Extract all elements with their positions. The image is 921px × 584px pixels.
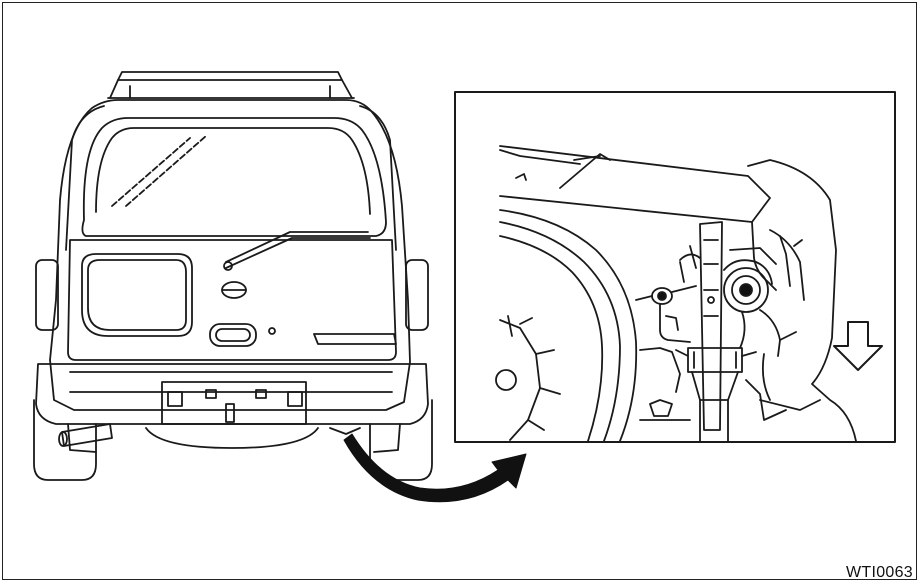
figure-code: WTI0063 xyxy=(845,564,913,581)
hinge-pillar xyxy=(699,221,723,431)
detail-inset xyxy=(454,91,896,443)
hinge-bracket xyxy=(687,347,743,373)
back-door-panel xyxy=(67,239,397,361)
emblem xyxy=(221,281,247,299)
vehicle-rear-view xyxy=(33,71,433,481)
license-plate-mount xyxy=(161,381,307,425)
door-handle xyxy=(209,323,257,347)
curved-arrow-icon xyxy=(343,433,527,503)
rear-wiper xyxy=(223,231,371,271)
quarter-panel xyxy=(747,159,857,441)
inset-frame xyxy=(454,91,896,443)
actuator-motor xyxy=(723,247,777,313)
tail-lamp-left xyxy=(81,253,193,337)
model-badge xyxy=(313,333,397,345)
down-arrow-icon xyxy=(833,321,883,371)
roof-rack xyxy=(107,71,355,99)
rear-bumper xyxy=(35,363,429,425)
spare-tire xyxy=(499,209,638,441)
wire-harness xyxy=(679,245,701,283)
tire-left xyxy=(33,399,97,481)
rear-window xyxy=(81,117,387,237)
harness-connector xyxy=(635,285,697,343)
exhaust-pipe xyxy=(61,423,113,447)
